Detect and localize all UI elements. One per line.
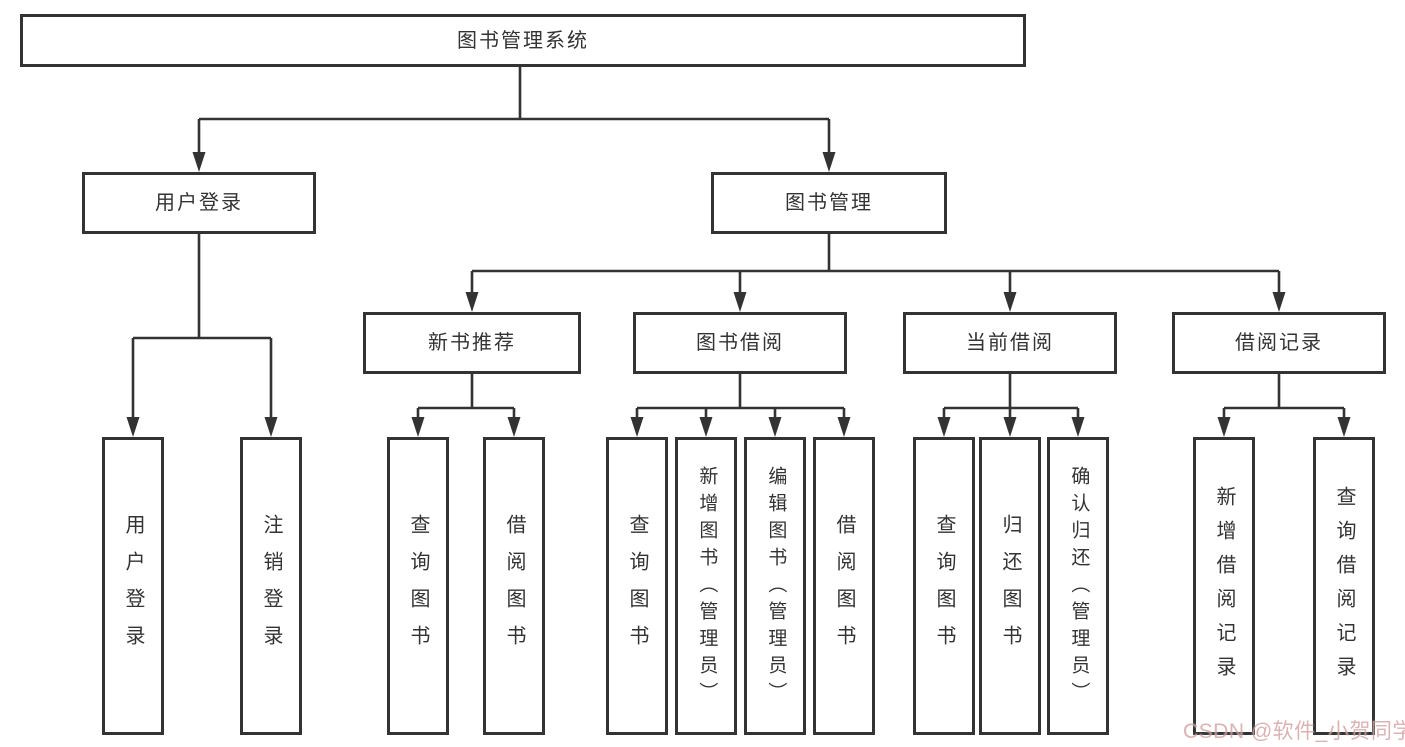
- leaf-logout: 注销登录: [240, 437, 302, 735]
- leaf-borrow-books-recommend: 借阅图书: [483, 437, 545, 735]
- leaf-return-books: 归还图书: [979, 437, 1041, 735]
- leaf-borrow-books: 借阅图书: [813, 437, 875, 735]
- leaf-query-books-recommend: 查询图书: [387, 437, 449, 735]
- node-borrowing-records: 借阅记录: [1172, 312, 1386, 374]
- node-new-book-recommend: 新书推荐: [363, 312, 581, 374]
- leaf-label: 借阅图书: [833, 514, 855, 662]
- leaf-label: 用户登录: [122, 514, 144, 662]
- node-current-borrowing: 当前借阅: [903, 312, 1117, 374]
- leaf-confirm-return-admin: 确认归还（管理员）: [1047, 437, 1109, 735]
- leaf-label: 查询图书: [407, 514, 429, 662]
- leaf-user-login: 用户登录: [102, 437, 164, 735]
- leaf-label: 确认归还（管理员）: [1068, 465, 1090, 709]
- leaf-add-books-admin: 新增图书（管理员）: [675, 437, 737, 735]
- leaf-label: 编辑图书（管理员）: [765, 465, 787, 709]
- leaf-label: 归还图书: [999, 514, 1021, 662]
- leaf-label: 查询图书: [626, 514, 648, 662]
- leaf-label: 查询图书: [933, 514, 955, 662]
- leaf-label: 查询借阅记录: [1333, 486, 1355, 690]
- leaf-label: 借阅图书: [503, 514, 525, 662]
- leaf-label: 新增借阅记录: [1213, 486, 1235, 690]
- leaf-label: 注销登录: [260, 514, 282, 662]
- leaf-label: 新增图书（管理员）: [696, 465, 718, 709]
- arrowheads: [126, 152, 1351, 437]
- node-user-login-module: 用户登录: [82, 172, 316, 234]
- leaf-edit-books-admin: 编辑图书（管理员）: [744, 437, 806, 735]
- node-book-borrowing: 图书借阅: [633, 312, 847, 374]
- leaf-query-books-current: 查询图书: [913, 437, 975, 735]
- leaf-query-books-borrow: 查询图书: [606, 437, 668, 735]
- node-root-library-system: 图书管理系统: [20, 14, 1026, 67]
- leaf-add-borrow-record: 新增借阅记录: [1193, 437, 1255, 735]
- node-book-management-module: 图书管理: [711, 172, 947, 234]
- leaf-query-borrow-record: 查询借阅记录: [1313, 437, 1375, 735]
- csdn-watermark: CSDN @软件_小贺同学: [1183, 720, 1405, 743]
